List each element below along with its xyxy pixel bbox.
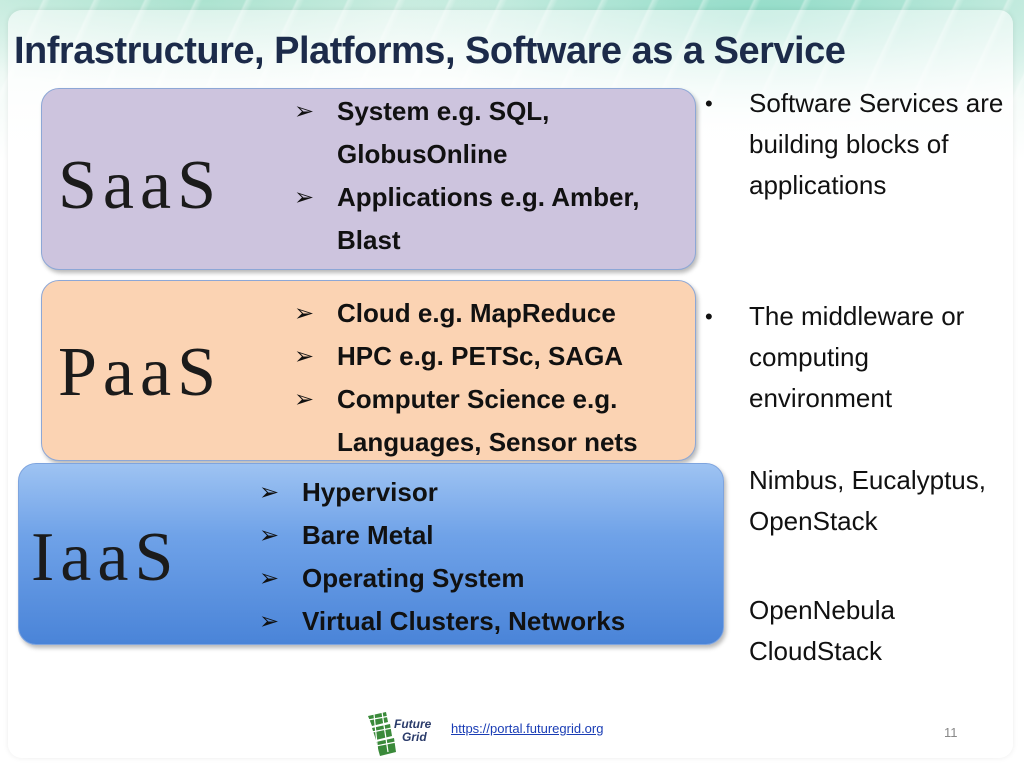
paas-list: ➢Cloud e.g. MapReduce ➢HPC e.g. PETSc, S… bbox=[292, 292, 692, 464]
list-item: ➢Virtual Clusters, Networks bbox=[257, 600, 717, 643]
svg-text:Future: Future bbox=[394, 717, 432, 731]
list-item: ➢HPC e.g. PETSc, SAGA bbox=[292, 335, 692, 378]
paas-box bbox=[41, 280, 696, 461]
iaas-note-1: Nimbus, Eucalyptus, OpenStack bbox=[749, 465, 986, 536]
arrow-right-icon: ➢ bbox=[294, 300, 315, 327]
iaas-label: IaaS bbox=[31, 519, 180, 596]
list-item: ➢Applications e.g. Amber, Blast bbox=[292, 176, 692, 262]
arrow-right-icon: ➢ bbox=[294, 184, 315, 211]
arrow-right-icon: ➢ bbox=[294, 386, 315, 413]
bullet-icon: • bbox=[705, 91, 713, 116]
list-item: ➢Cloud e.g. MapReduce bbox=[292, 292, 692, 335]
saas-label: SaaS bbox=[58, 147, 222, 224]
arrow-right-icon: ➢ bbox=[259, 565, 280, 592]
saas-box bbox=[41, 88, 696, 270]
slide-title: Infrastructure, Platforms, Software as a… bbox=[14, 30, 846, 72]
page-number: 11 bbox=[944, 725, 958, 740]
portal-link[interactable]: https://portal.futuregrid.org bbox=[451, 721, 604, 736]
list-item: ➢Bare Metal bbox=[257, 514, 717, 557]
paas-label: PaaS bbox=[58, 334, 222, 411]
iaas-box bbox=[18, 463, 724, 645]
arrow-right-icon: ➢ bbox=[259, 522, 280, 549]
paas-note: • The middleware or computing environmen… bbox=[705, 296, 1009, 419]
svg-text:Grid: Grid bbox=[402, 730, 427, 744]
bullet-icon: • bbox=[705, 304, 713, 329]
list-item: ➢Hypervisor bbox=[257, 471, 717, 514]
arrow-right-icon: ➢ bbox=[294, 343, 315, 370]
list-item: ➢System e.g. SQL, GlobusOnline bbox=[292, 90, 692, 176]
list-item: ➢Operating System bbox=[257, 557, 717, 600]
iaas-list: ➢Hypervisor ➢Bare Metal ➢Operating Syste… bbox=[257, 471, 717, 643]
saas-note: • Software Services are building blocks … bbox=[705, 83, 1009, 206]
list-item: ➢Computer Science e.g. Languages, Sensor… bbox=[292, 378, 697, 464]
iaas-note-2: OpenNebula CloudStack bbox=[749, 595, 895, 666]
saas-list: ➢System e.g. SQL, GlobusOnline ➢Applicat… bbox=[292, 90, 692, 262]
arrow-right-icon: ➢ bbox=[259, 608, 280, 635]
arrow-right-icon: ➢ bbox=[259, 479, 280, 506]
arrow-right-icon: ➢ bbox=[294, 98, 315, 125]
futuregrid-logo: Future Grid bbox=[367, 711, 432, 756]
